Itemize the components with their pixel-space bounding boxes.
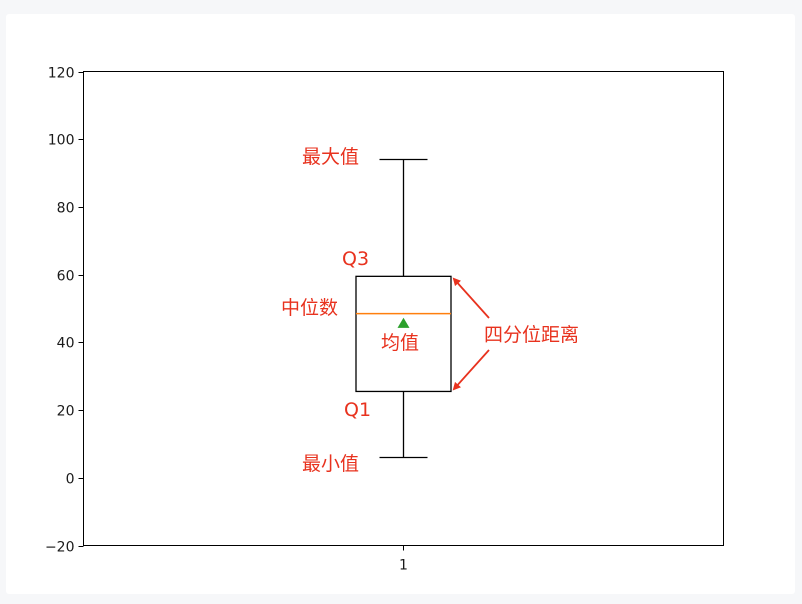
q1-annotation: Q1	[344, 399, 371, 421]
x-tick-label: 1	[399, 558, 408, 574]
iqr-annotation: 四分位距离	[484, 324, 579, 346]
iqr-box	[355, 275, 452, 393]
x-axis: 1	[399, 545, 408, 574]
y-tick-label: 100	[48, 133, 75, 149]
iqr-arrow-upper	[452, 277, 490, 319]
y-tick-label: 40	[57, 336, 75, 352]
y-tick-label: 0	[66, 472, 75, 488]
y-tick-label: −20	[45, 540, 75, 556]
plot-area-frame	[83, 71, 724, 546]
q3-annotation: Q3	[342, 248, 369, 270]
y-tick-label: 20	[57, 404, 75, 420]
max-annotation: 最大值	[302, 146, 359, 168]
mean-marker	[397, 317, 410, 328]
box-plot	[355, 158, 452, 459]
mean-annotation: 均值	[381, 332, 419, 354]
y-tick-label: 60	[57, 269, 75, 285]
iqr-arrow-lower	[452, 349, 490, 391]
y-tick-label: 80	[57, 201, 75, 217]
min-annotation: 最小值	[302, 453, 359, 475]
y-tick-label: 120	[48, 66, 75, 82]
chart-card	[6, 14, 795, 594]
median-annotation: 中位数	[281, 297, 338, 319]
y-axis: −20 0 20 40 60 80 100 120	[45, 66, 84, 556]
